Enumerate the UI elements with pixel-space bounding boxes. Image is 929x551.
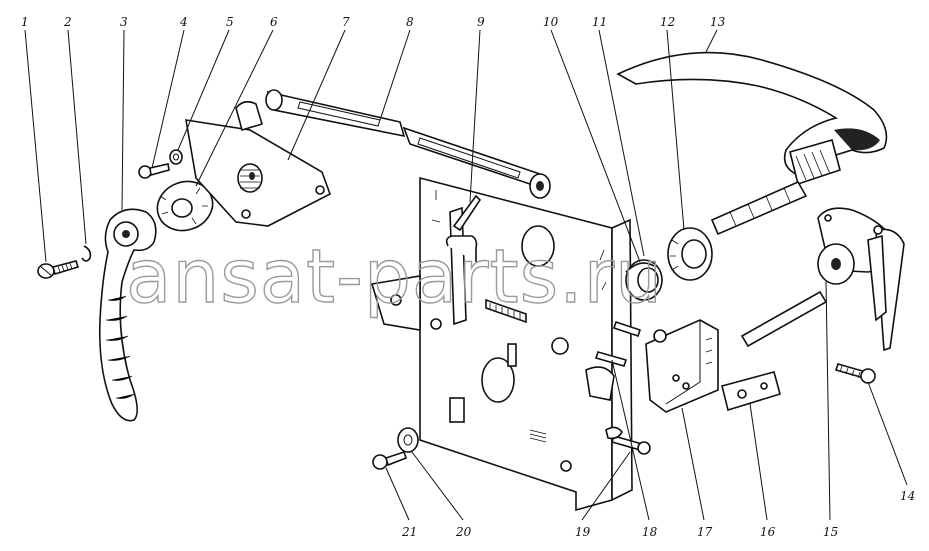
part-15-lock-cylinder <box>740 207 905 352</box>
callout-11: 11 <box>592 15 607 29</box>
part-7-plate <box>185 100 331 227</box>
callout-16: 16 <box>760 525 776 539</box>
part-20-washer <box>397 427 419 453</box>
part-21-screw <box>372 450 407 470</box>
part-14-screw <box>834 363 876 384</box>
lock-body <box>370 176 633 512</box>
callout-4: 4 <box>179 15 188 29</box>
callout-17: 17 <box>697 525 713 539</box>
part-1-screw <box>37 260 80 279</box>
part-18-pin <box>594 351 628 367</box>
callout-19: 19 <box>575 525 591 539</box>
callout-12: 12 <box>660 15 675 29</box>
callout-21: 21 <box>401 525 417 539</box>
part-19-screw <box>605 426 651 455</box>
callout-1: 1 <box>21 15 29 29</box>
callout-20: 20 <box>455 525 472 539</box>
leader-lines <box>24 29 908 521</box>
part-13-outer-handle <box>616 51 888 236</box>
callout-9: 9 <box>477 15 485 29</box>
part-11-bushing <box>625 262 655 273</box>
callout-8: 8 <box>406 15 414 29</box>
part-9-slot-lever <box>452 194 482 232</box>
part-16-plate <box>721 371 781 412</box>
callout-labels: 1 2 3 4 5 6 7 8 9 10 11 12 13 14 15 16 1… <box>21 15 915 539</box>
part-12-bushing <box>667 227 713 281</box>
part-17-block <box>645 319 719 413</box>
part-4-screw <box>138 163 170 179</box>
part-2-washer <box>81 245 92 262</box>
callout-14: 14 <box>900 489 915 503</box>
part-5-washer <box>169 149 183 165</box>
callout-5: 5 <box>226 15 234 29</box>
part-6-gear-disc <box>156 180 214 232</box>
callout-10: 10 <box>543 15 559 29</box>
callout-7: 7 <box>342 15 350 29</box>
callout-13: 13 <box>710 15 726 29</box>
callout-15: 15 <box>823 525 838 539</box>
part-3-inner-handle <box>98 208 157 422</box>
callout-2: 2 <box>63 15 72 29</box>
callout-6: 6 <box>270 15 278 29</box>
callout-18: 18 <box>642 525 658 539</box>
callout-3: 3 <box>120 15 128 29</box>
part-8-link-bar <box>265 89 551 199</box>
watermark: ansat-parts.ru <box>126 234 663 320</box>
part-screw-side <box>612 320 667 343</box>
